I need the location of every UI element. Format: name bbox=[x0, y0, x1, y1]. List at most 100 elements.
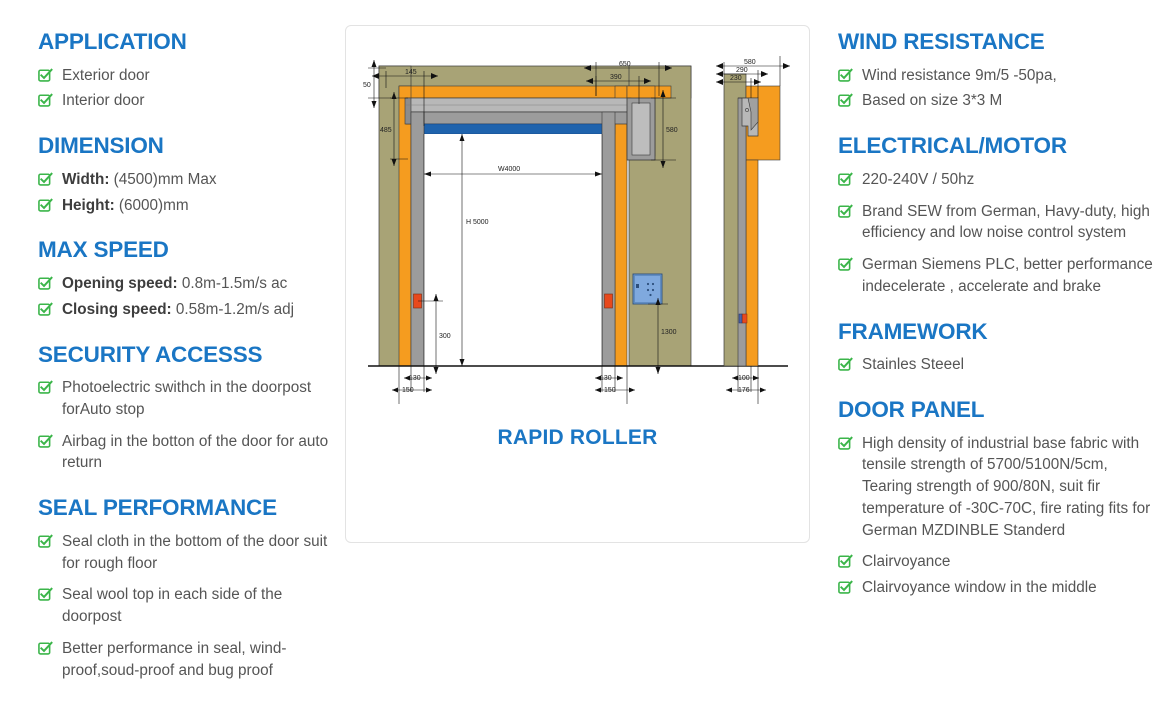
list-item: Wind resistance 9m/5 -50pa, bbox=[838, 65, 1161, 87]
feature-list: Width: (4500)mm Max Height: (6000)mm bbox=[38, 169, 332, 216]
checkbox-checked-icon bbox=[38, 534, 53, 549]
checkbox-checked-icon bbox=[38, 434, 53, 449]
list-item-value: 0.8m-1.5m/s ac bbox=[177, 275, 288, 293]
list-item-label: Photoelectric swithch in the doorpost fo… bbox=[62, 379, 312, 419]
list-item: Airbag in the botton of the door for aut… bbox=[38, 431, 332, 474]
dim-control-height: 1300 bbox=[661, 329, 677, 336]
checkbox-checked-icon bbox=[838, 68, 853, 83]
dim-motor-inner: 390 bbox=[610, 74, 622, 81]
section-application: APPLICATION Exterior door Interior door bbox=[38, 29, 332, 112]
dim-side-mid: 290 bbox=[736, 67, 748, 74]
section-title: SECURITY ACCESSS bbox=[38, 341, 263, 367]
dim-motor-outer: 650 bbox=[619, 61, 631, 68]
list-item-label: Width: bbox=[62, 170, 110, 188]
list-item: 220-240V / 50hz bbox=[838, 169, 1161, 191]
list-item-label: Clairvoyance window in the middle bbox=[862, 579, 1097, 597]
checkbox-checked-icon bbox=[838, 93, 853, 108]
section-security-access: SECURITY ACCESSS Photoelectric swithch i… bbox=[38, 341, 332, 475]
feature-list: Seal cloth in the bottom of the door sui… bbox=[38, 531, 332, 681]
checkbox-checked-icon bbox=[838, 554, 853, 569]
checkbox-checked-icon bbox=[38, 380, 53, 395]
feature-list: Stainles Steeel bbox=[838, 354, 1161, 376]
section-framework: FRAMEWORK Stainles Steeel bbox=[838, 318, 1161, 376]
list-item-label: German Siemens PLC, better performance i… bbox=[862, 256, 1153, 295]
left-spec-column: APPLICATION Exterior door Interior door bbox=[0, 0, 340, 724]
feature-list: Photoelectric swithch in the doorpost fo… bbox=[38, 377, 332, 474]
dim-opening-width: W4000 bbox=[498, 166, 520, 173]
list-item-text: Width: (4500)mm Max bbox=[62, 169, 332, 191]
dim-motor-depth: 580 bbox=[666, 127, 678, 134]
dim-left-offset: 145 bbox=[405, 69, 417, 76]
list-item-label: Airbag in the botton of the door for aut… bbox=[62, 432, 329, 472]
list-item: Brand SEW from German, Havy-duty, high e… bbox=[838, 201, 1161, 244]
drawing-caption: RAPID ROLLER bbox=[497, 426, 658, 449]
list-item-label: Height: bbox=[62, 196, 115, 214]
dim-post-outer-right: 150 bbox=[604, 387, 616, 394]
drawing-column: 145 50 485 650 390 580 W4000 H 5000 300 … bbox=[340, 0, 830, 724]
list-item-label: Exterior door bbox=[62, 66, 150, 84]
list-item: Better performance in seal, wind-proof,s… bbox=[38, 638, 332, 681]
checkbox-checked-icon bbox=[838, 580, 853, 595]
list-item-label: Clairvoyance bbox=[862, 553, 951, 571]
list-item-label: Brand SEW from German, Havy-duty, high e… bbox=[862, 202, 1150, 242]
section-title: WIND RESISTANCE bbox=[838, 29, 1045, 54]
dim-opening-height: H 5000 bbox=[466, 219, 489, 226]
list-item: Seal wool top in each side of the doorpo… bbox=[38, 584, 332, 627]
right-spec-column: WIND RESISTANCE Wind resistance 9m/5 -50… bbox=[830, 0, 1171, 724]
list-item-label: Wind resistance 9m/5 -50pa, bbox=[862, 66, 1057, 84]
checkbox-checked-icon bbox=[38, 587, 53, 602]
section-title: SEAL PERFORMANCE bbox=[38, 495, 277, 521]
dim-post-inner-left: 130 bbox=[409, 375, 421, 382]
dim-post-outer-left: 150 bbox=[402, 387, 414, 394]
checkbox-checked-icon bbox=[38, 93, 53, 108]
checkbox-checked-icon bbox=[838, 357, 853, 372]
dim-post-inner-right: 130 bbox=[600, 375, 612, 382]
dim-side-inner: 230 bbox=[730, 75, 742, 82]
section-title: ELECTRICAL/MOTOR bbox=[838, 133, 1067, 159]
list-item: German Siemens PLC, better performance i… bbox=[838, 254, 1161, 297]
list-item-text: Closing speed: 0.58m-1.2m/s adj bbox=[62, 299, 332, 321]
dim-top-gap: 50 bbox=[363, 82, 371, 89]
section-title: DIMENSION bbox=[38, 133, 164, 159]
list-item: Based on size 3*3 M bbox=[838, 90, 1161, 112]
feature-list: Wind resistance 9m/5 -50pa, Based on siz… bbox=[838, 65, 1161, 112]
technical-drawing-panel: 145 50 485 650 390 580 W4000 H 5000 300 … bbox=[345, 25, 810, 543]
dim-side-total: 580 bbox=[744, 59, 756, 66]
section-dimension: DIMENSION Width: (4500)mm Max Height: (6… bbox=[38, 133, 332, 216]
list-item-value: (6000)mm bbox=[114, 196, 189, 214]
checkbox-checked-icon bbox=[38, 641, 53, 656]
list-item-label: Based on size 3*3 M bbox=[862, 92, 1003, 110]
section-door-panel: DOOR PANEL High density of industrial ba… bbox=[838, 397, 1161, 599]
list-item: Opening speed: 0.8m-1.5m/s ac bbox=[38, 273, 332, 295]
list-item-value: 0.58m-1.2m/s adj bbox=[171, 300, 295, 318]
list-item: Interior door bbox=[38, 90, 332, 112]
section-title: FRAMEWORK bbox=[838, 318, 988, 344]
section-electrical-motor: ELECTRICAL/MOTOR 220-240V / 50hz Brand S… bbox=[838, 133, 1161, 297]
checkbox-checked-icon bbox=[38, 302, 53, 317]
section-title: MAX SPEED bbox=[38, 237, 169, 263]
checkbox-checked-icon bbox=[38, 68, 53, 83]
list-item: Photoelectric swithch in the doorpost fo… bbox=[38, 377, 332, 420]
dim-side-base-outer: 176 bbox=[738, 387, 750, 394]
list-item-label: High density of industrial base fabric w… bbox=[862, 434, 1151, 539]
list-item-label: Stainles Steeel bbox=[862, 356, 965, 374]
list-item: Stainles Steeel bbox=[838, 354, 1161, 376]
list-item-label: Seal cloth in the bottom of the door sui… bbox=[62, 532, 328, 572]
section-title: DOOR PANEL bbox=[838, 397, 985, 422]
checkbox-checked-icon bbox=[38, 172, 53, 187]
list-item-label: Opening speed: bbox=[62, 275, 178, 293]
list-item: Width: (4500)mm Max bbox=[38, 169, 332, 191]
section-title: APPLICATION bbox=[38, 29, 187, 54]
list-item: Seal cloth in the bottom of the door sui… bbox=[38, 531, 332, 574]
checkbox-checked-icon bbox=[838, 257, 853, 272]
dim-header-height: 485 bbox=[380, 127, 392, 134]
list-item-text: Opening speed: 0.8m-1.5m/s ac bbox=[62, 273, 332, 295]
list-item-text: Height: (6000)mm bbox=[62, 195, 332, 217]
checkbox-checked-icon bbox=[838, 172, 853, 187]
feature-list: High density of industrial base fabric w… bbox=[838, 433, 1161, 599]
list-item-value: (4500)mm Max bbox=[109, 170, 217, 188]
list-item-label: Interior door bbox=[62, 92, 145, 110]
dim-side-base-inner: 100 bbox=[738, 375, 750, 382]
list-item-label: 220-240V / 50hz bbox=[862, 170, 975, 188]
